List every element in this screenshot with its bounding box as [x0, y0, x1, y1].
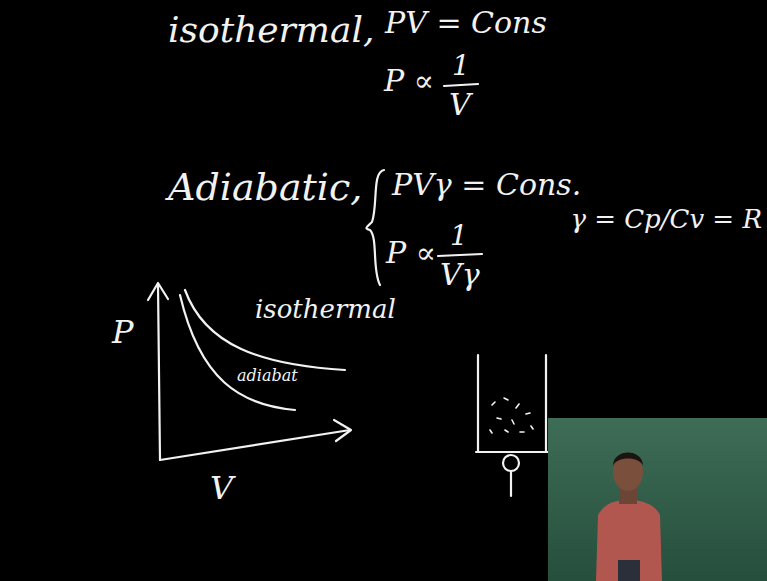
- proportionality: P ∝: [386, 238, 436, 268]
- equation: PVγ = Cons.: [392, 170, 581, 200]
- lecturer-head: [613, 453, 643, 491]
- axis-arrowhead: [334, 420, 351, 441]
- lecturer-shirt: [596, 500, 662, 581]
- denominator: V: [449, 90, 471, 120]
- gas-molecules: [490, 398, 533, 433]
- fraction-bar: [438, 254, 482, 256]
- piston-knob: [503, 455, 519, 471]
- axis-label: V: [210, 472, 233, 504]
- video-inset: [548, 418, 767, 581]
- curve-label: adiabat: [237, 368, 298, 384]
- numerator: 1: [452, 52, 470, 80]
- cylinder: [478, 355, 546, 452]
- proportionality: P ∝: [384, 66, 434, 96]
- heading-text: isothermal,: [168, 12, 374, 48]
- v-axis: [160, 430, 350, 460]
- cylinder-base: [476, 451, 550, 453]
- numerator: 1: [450, 222, 468, 250]
- denominator: Vγ: [440, 260, 480, 290]
- equation: γ = Cp/Cv = R: [570, 206, 762, 232]
- curve-label: isothermal: [255, 296, 396, 322]
- brace: [366, 170, 384, 285]
- heading-text: Adiabatic,: [168, 168, 362, 206]
- axis-label: P: [112, 316, 134, 348]
- p-axis: [158, 285, 160, 460]
- axis-arrowhead: [148, 283, 168, 300]
- fraction-bar: [444, 84, 478, 86]
- equation: PV = Cons: [385, 8, 547, 38]
- piston-rod: [510, 471, 512, 496]
